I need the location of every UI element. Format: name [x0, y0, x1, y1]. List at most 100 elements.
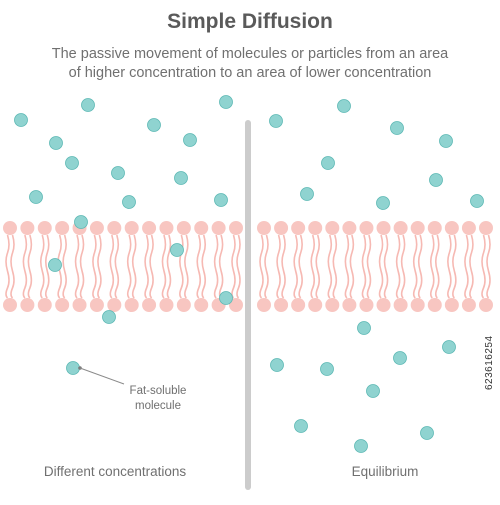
- lipid-head: [194, 298, 209, 312]
- molecule: [49, 136, 63, 150]
- lipid-tail: [44, 234, 50, 299]
- lipid-tail: [327, 234, 333, 299]
- molecule: [320, 362, 334, 376]
- lipid-head: [194, 221, 209, 235]
- lipid-head: [444, 221, 459, 235]
- lipid-head: [427, 298, 442, 312]
- molecule: [269, 114, 283, 128]
- lipid-head: [393, 221, 408, 235]
- lipid-tail: [126, 234, 132, 299]
- lipid-tail: [429, 234, 435, 299]
- lipid-head: [274, 221, 289, 235]
- lipid-head: [55, 221, 70, 235]
- lipid-tail: [149, 234, 154, 299]
- molecule: [390, 121, 404, 135]
- molecule: [74, 215, 88, 229]
- lipid-head: [359, 298, 374, 312]
- lipid-tail: [27, 234, 33, 299]
- molecule: [470, 194, 484, 208]
- lipid-head: [3, 221, 17, 235]
- molecule: [429, 173, 443, 187]
- page-title: Simple Diffusion: [167, 10, 333, 33]
- lipid-tail: [259, 234, 264, 299]
- lipid-tail: [264, 234, 269, 299]
- lipid-head: [461, 298, 476, 312]
- lipid-head: [159, 221, 174, 235]
- molecule: [219, 291, 233, 305]
- lipid-head: [124, 221, 139, 235]
- lipid-head: [291, 221, 306, 235]
- lipid-head: [410, 298, 425, 312]
- lipid-head: [72, 298, 87, 312]
- lipid-tail: [236, 234, 241, 299]
- lipid-head: [176, 221, 191, 235]
- lipid-head: [159, 298, 174, 312]
- molecule: [14, 113, 28, 127]
- molecule: [66, 361, 80, 375]
- lipid-head: [359, 221, 374, 235]
- lipid-head: [176, 298, 191, 312]
- lipid-tail: [201, 234, 207, 299]
- molecule: [357, 321, 371, 335]
- lipid-tail: [218, 234, 224, 299]
- callout-line-1: Fat-soluble: [129, 385, 187, 397]
- lipid-head: [325, 298, 340, 312]
- molecule: [48, 258, 62, 272]
- molecule: [376, 196, 390, 210]
- lipid-tail: [97, 234, 102, 299]
- molecule: [29, 190, 43, 204]
- lipid-tail: [469, 234, 474, 299]
- lipid-tail: [276, 234, 281, 299]
- lipid-tail: [400, 234, 406, 299]
- molecule: [270, 358, 284, 372]
- lipid-head: [427, 221, 442, 235]
- lipid-head: [257, 298, 271, 312]
- lipid-head: [342, 298, 357, 312]
- molecule: [183, 133, 197, 147]
- lipid-head: [444, 298, 459, 312]
- lipid-tail: [383, 234, 389, 299]
- lipid-head: [393, 298, 408, 312]
- molecule: [300, 187, 314, 201]
- lipid-tail: [447, 234, 452, 299]
- lipid-tail: [395, 234, 401, 299]
- lipid-head: [89, 221, 104, 235]
- lipid-head: [308, 221, 323, 235]
- lipid-tail: [184, 234, 189, 299]
- lipid-tail: [22, 234, 28, 299]
- lipid-tail: [74, 234, 80, 299]
- molecule: [420, 426, 434, 440]
- callout-line-2: molecule: [134, 400, 182, 412]
- lipid-tail: [293, 234, 298, 299]
- molecule: [337, 99, 351, 113]
- lipid-head: [89, 298, 104, 312]
- lipid-head: [376, 298, 391, 312]
- lipid-head: [20, 298, 35, 312]
- lipid-head: [107, 298, 122, 312]
- molecule: [442, 340, 456, 354]
- molecule: [81, 98, 95, 112]
- lipid-tail: [344, 234, 350, 299]
- stock-id-watermark: 623616254: [484, 335, 495, 390]
- lipid-head: [410, 221, 425, 235]
- lipid-tail: [161, 234, 167, 299]
- lipid-tail: [486, 234, 491, 299]
- molecule: [65, 156, 79, 170]
- molecule: [102, 310, 116, 324]
- lipid-head: [479, 221, 493, 235]
- lipid-head: [325, 221, 340, 235]
- lipid-tail: [79, 234, 85, 299]
- lipid-tail: [310, 234, 316, 299]
- lipid-head: [461, 221, 476, 235]
- lipid-tail: [109, 234, 115, 299]
- lipid-tail: [378, 234, 384, 299]
- lipid-head: [257, 221, 271, 235]
- molecule: [111, 166, 125, 180]
- membrane-left: [3, 221, 243, 312]
- lipid-tail: [5, 234, 10, 299]
- subtitle-line-1: The passive movement of molecules or par…: [51, 46, 449, 62]
- molecule: [122, 195, 136, 209]
- lipid-head: [3, 298, 17, 312]
- lipid-head: [37, 221, 52, 235]
- lipid-head: [142, 298, 157, 312]
